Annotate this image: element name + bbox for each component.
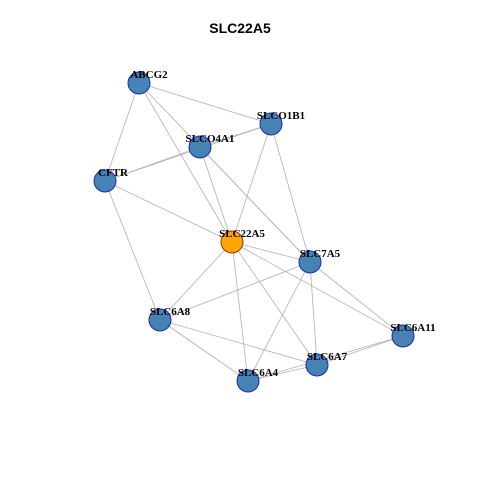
- edge-slc6a8-slc6a7: [159, 319, 318, 366]
- edge-abcg2-slc22a5: [138, 82, 233, 243]
- node-slc6a4[interactable]: SLC6A4: [236, 367, 279, 393]
- node-label: SLC6A8: [150, 306, 191, 318]
- node-label: CFTR: [98, 167, 129, 179]
- edge-slc7a5-slc6a7: [309, 261, 318, 366]
- edge-slc7a5-slc6a11: [309, 261, 404, 337]
- edge-cftr-slc6a8: [104, 180, 161, 321]
- diagram-title: SLC22A5: [209, 20, 271, 36]
- node-circle[interactable]: [148, 308, 172, 332]
- node-label: SLCO1B1: [257, 110, 305, 122]
- edge-abcg2-cftr: [104, 82, 140, 182]
- node-circle[interactable]: [93, 169, 117, 193]
- node-slc6a11[interactable]: SLC6A11: [390, 322, 436, 348]
- node-slc7a5[interactable]: SLC7A5: [298, 248, 341, 274]
- node-circle[interactable]: [236, 369, 260, 393]
- node-label: SLC7A5: [300, 248, 341, 260]
- node-label: SLC6A7: [307, 351, 348, 363]
- edge-slc22a5-slc6a4: [231, 241, 249, 382]
- node-cftr[interactable]: CFTR: [93, 167, 129, 193]
- edge-slco4a1-slc7a5: [199, 146, 311, 263]
- node-circle[interactable]: [127, 71, 151, 95]
- edge-slco1b1-slc7a5: [270, 123, 311, 263]
- edge-cftr-slc22a5: [104, 180, 233, 243]
- node-slc6a8[interactable]: SLC6A8: [148, 306, 191, 332]
- node-slco4a1[interactable]: SLCO4A1: [186, 133, 235, 159]
- node-label: SLC6A4: [238, 367, 279, 379]
- edge-slc22a5-slc6a11: [231, 241, 404, 337]
- edge-slco1b1-slc22a5: [231, 123, 272, 243]
- node-circle[interactable]: [220, 230, 244, 254]
- node-slc22a5[interactable]: SLC22A5: [219, 228, 265, 254]
- node-circle[interactable]: [259, 112, 283, 136]
- node-abcg2[interactable]: ABCG2: [127, 69, 168, 95]
- node-circle[interactable]: [305, 353, 329, 377]
- node-slc6a7[interactable]: SLC6A7: [305, 351, 348, 377]
- edge-slc22a5-slc6a7: [231, 241, 318, 366]
- edge-abcg2-slco1b1: [138, 82, 272, 125]
- edge-slc6a11-slc6a7: [316, 335, 404, 366]
- edge-layer: [104, 82, 404, 382]
- edge-slc6a7-slc6a4: [247, 364, 318, 382]
- node-slco1b1[interactable]: SLCO1B1: [257, 110, 305, 136]
- edge-slco4a1-cftr: [104, 146, 201, 182]
- edge-slco4a1-slc22a5: [199, 146, 233, 243]
- node-label: SLC6A11: [390, 322, 435, 334]
- edge-slc22a5-slc7a5: [231, 241, 311, 263]
- node-label: ABCG2: [130, 69, 168, 81]
- node-label: SLCO4A1: [186, 133, 235, 145]
- edge-slc6a8-slc6a4: [159, 319, 249, 382]
- edge-slc7a5-slc6a4: [247, 261, 311, 382]
- edge-slc22a5-slc6a8: [159, 241, 233, 321]
- node-circle[interactable]: [188, 135, 212, 159]
- edge-slc7a5-slc6a8: [159, 261, 311, 321]
- node-label: SLC22A5: [219, 228, 265, 240]
- node-circle[interactable]: [298, 250, 322, 274]
- node-circle[interactable]: [391, 324, 415, 348]
